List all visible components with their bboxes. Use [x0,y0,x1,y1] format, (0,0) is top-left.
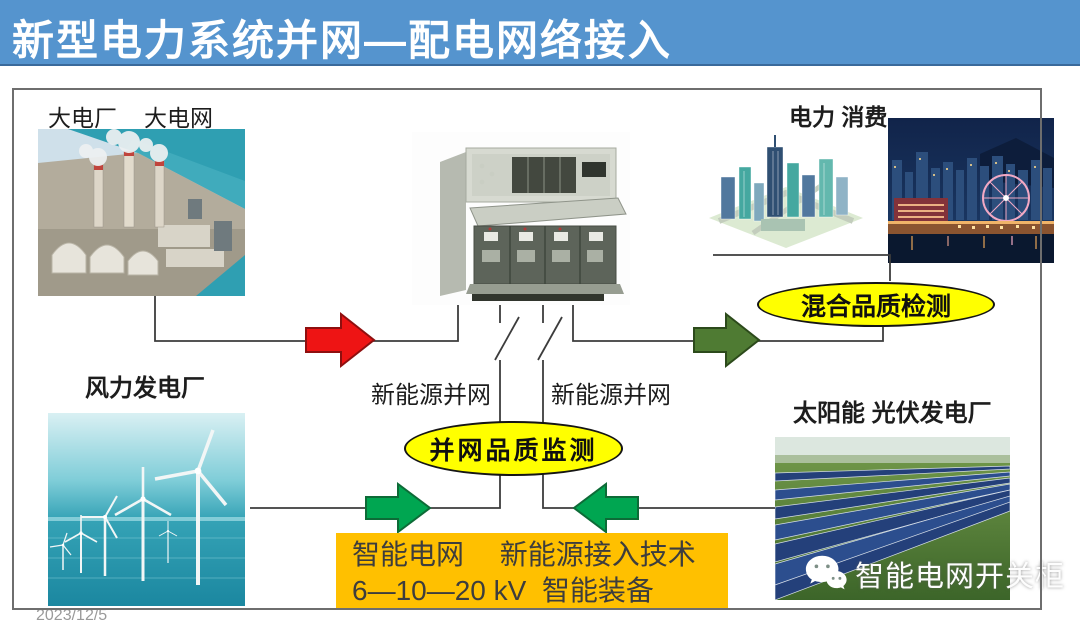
dark-green-arrow-icon [693,311,761,369]
night-city-photo [888,118,1054,263]
label-big-grid: 大电网 [144,106,213,131]
slide-date: 2023/12/5 [36,607,108,620]
wind-farm-photo [48,413,245,606]
wind-turbine-icon [49,429,228,585]
page-title: 新型电力系统并网—配电网络接入 [12,17,673,64]
infobox-line2: 6—10—20 kV 智能装备 [352,575,654,606]
title-banner [0,0,1080,66]
label-power-consumption: 电力 消费 [789,104,888,130]
badge-mixed-quality: 混合品质检测 [757,282,995,327]
label-renewable-grid-right: 新能源并网 [551,383,671,409]
power-plant-photo [38,129,245,296]
wechat-icon [805,555,847,590]
red-arrow-icon [305,311,376,369]
switchgear-cabinet-photo [412,132,630,305]
disconnector-switch-icon-left [494,305,520,429]
infobox-smart-grid: 智能电网 新能源接入技术 6—10—20 kV 智能装备 [336,533,728,610]
label-big-plant: 大电厂 [48,106,117,131]
watermark: 智能电网开关柜 [803,551,1065,597]
label-wind-plant: 风力发电厂 [85,375,205,402]
label-renewable-grid-left: 新能源并网 [371,383,491,409]
city-3d-illustration [703,121,869,249]
green-arrow-right-icon [365,482,432,534]
label-solar-plant: 太阳能 光伏发电厂 [793,400,992,427]
green-arrow-left-icon [572,482,639,534]
infobox-line1: 智能电网 新能源接入技术 [352,539,696,570]
badge-grid-quality: 并网品质监测 [404,421,623,476]
watermark-text: 智能电网开关柜 [855,561,1066,593]
disconnector-switch-icon-right [537,305,563,429]
